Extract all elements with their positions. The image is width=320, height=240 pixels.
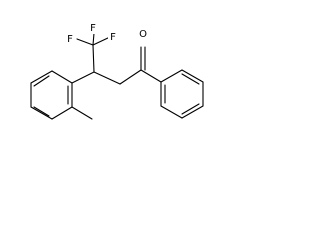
bond-ch-ch2 — [93, 71, 121, 85]
left-phenyl-ring — [30, 70, 95, 120]
fluorine-atom-3: F — [110, 32, 116, 43]
bond-cf3-f3 — [92, 32, 95, 46]
right-phenyl-ring — [140, 69, 204, 119]
chemical-structure-diagram: F F F O — [30, 22, 204, 120]
trifluoromethyl-group: F F F — [65, 22, 118, 73]
carbon-chain: O — [93, 28, 148, 85]
oxygen-atom: O — [139, 29, 147, 40]
bond-ch2-carbonyl — [119, 69, 142, 85]
fluorine-atom-2: F — [90, 23, 96, 34]
bond-cf3-ch — [92, 44, 95, 73]
bond-carbonyl-ring-right — [140, 69, 162, 83]
bond-cf3-f1 — [76, 38, 94, 46]
bond-ch-ring-left — [71, 71, 95, 84]
bond-methyl — [71, 106, 93, 120]
bond-cf3-f2 — [92, 36, 111, 46]
fluorine-atom-1: F — [67, 34, 73, 45]
